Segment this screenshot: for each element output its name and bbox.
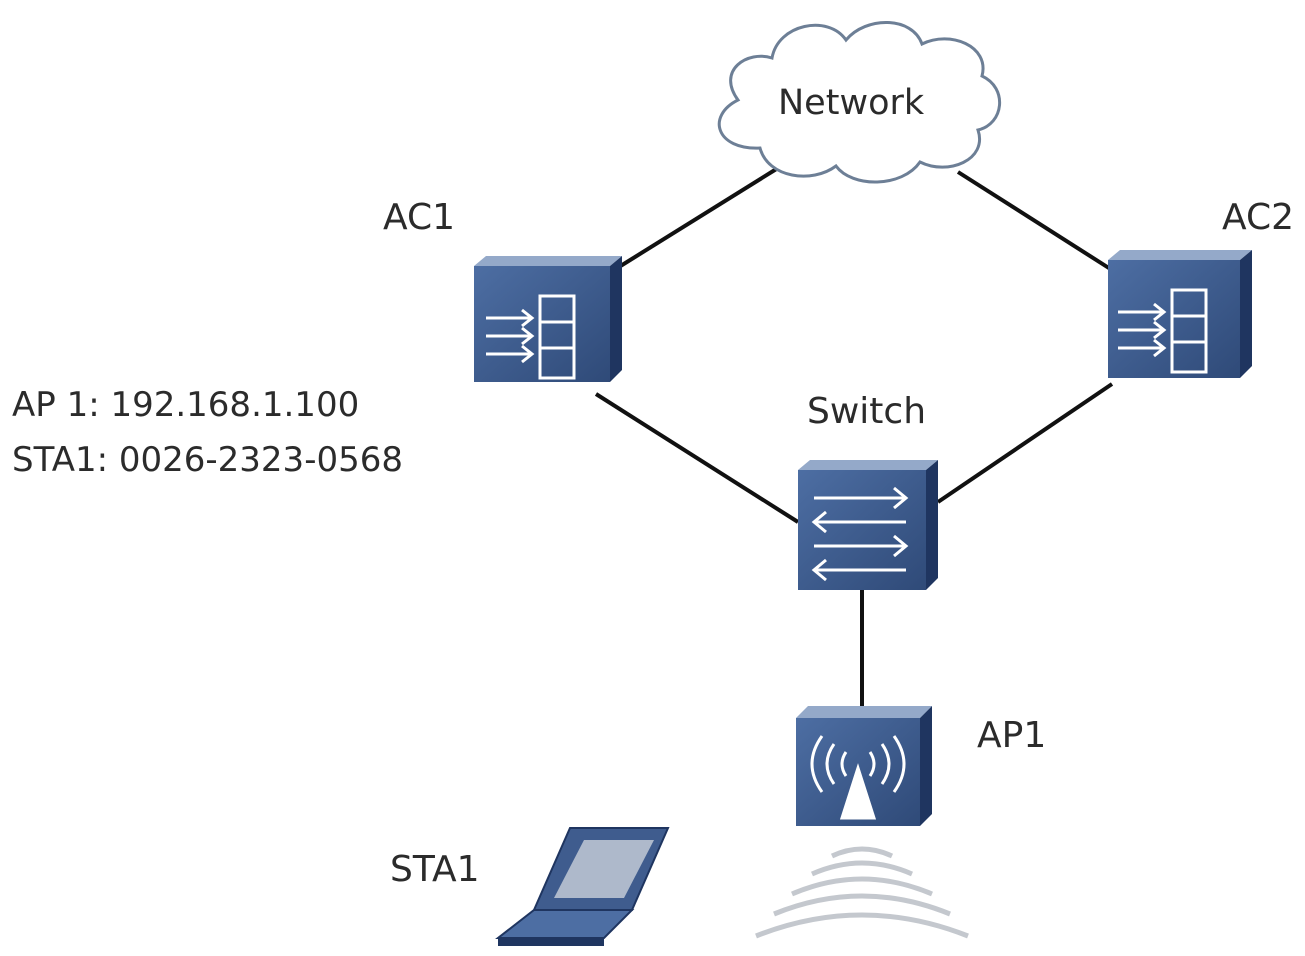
sta1-laptop-icon [495,827,670,946]
ac2-label: AC2 [1222,197,1295,238]
ap1-label: AP1 [977,715,1047,756]
ac1-controller-icon [474,256,622,382]
ac1-label: AC1 [383,197,456,238]
ap1-access-point-icon [796,706,932,826]
switch-icon [798,460,938,590]
link-ac1-switch [594,392,800,524]
ap-ip-address-text: AP 1: 192.168.1.100 [12,385,360,425]
link-network-ac1 [596,166,780,282]
sta-mac-address-text: STA1: 0026-2323-0568 [12,440,403,480]
sta1-label: STA1 [390,849,480,890]
switch-label: Switch [807,391,927,432]
network-label: Network [778,83,925,123]
link-ac2-switch [936,382,1114,504]
network-cloud-icon [717,21,1001,184]
wifi-signal-icon [755,846,969,939]
ac2-controller-icon [1108,250,1252,378]
link-network-ac2 [956,170,1114,272]
